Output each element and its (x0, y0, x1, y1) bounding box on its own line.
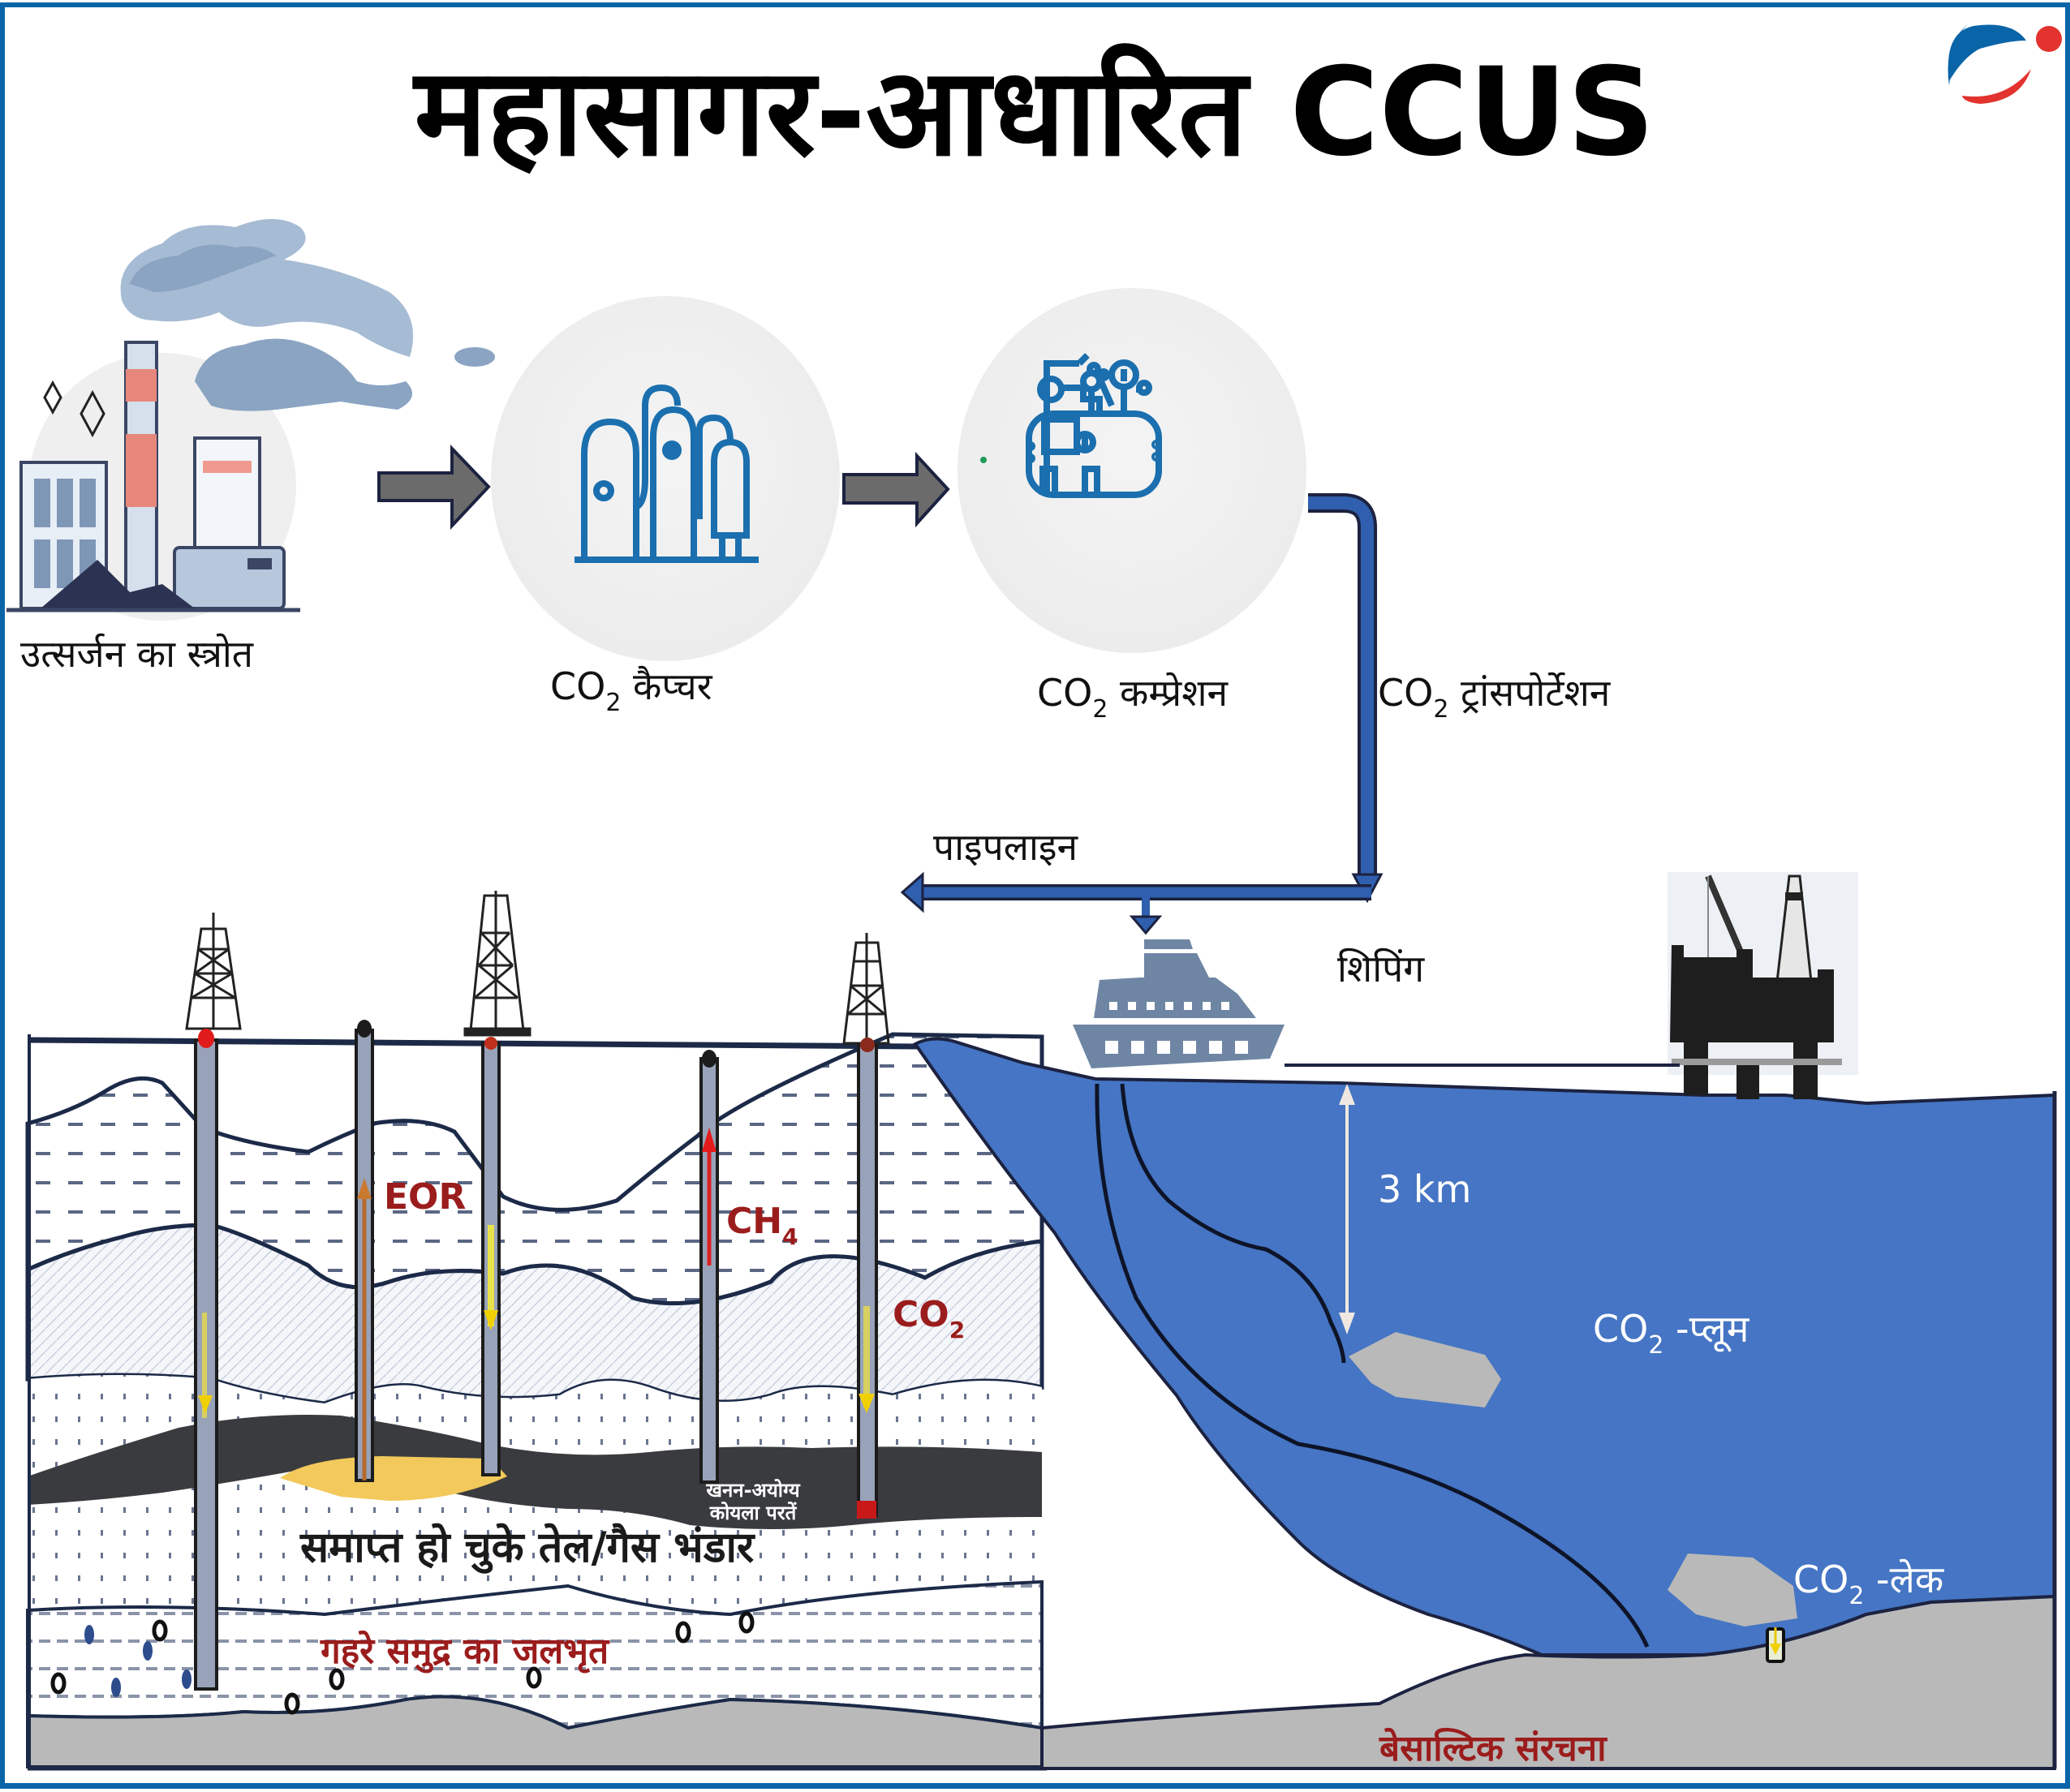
co2-injection-label: CO2 (893, 1294, 965, 1343)
derrick-icon-3 (842, 933, 890, 1045)
eor-label: EOR (384, 1176, 466, 1218)
status-dot (980, 457, 987, 463)
aquifer-pebbles (50, 1611, 755, 1715)
pipeline-label: पाइपलाइन (933, 825, 1078, 869)
aquifer-label: गहरे समुद्र का जलभृत (320, 1630, 610, 1674)
basalt-label: बेसाल्टिक संरचना (1379, 1727, 1607, 1769)
shipping-label: शिपिंग (1337, 947, 1425, 991)
source-label: उत्सर्जन का स्त्रोत (20, 632, 254, 676)
ch4-label: CH4 (726, 1201, 798, 1250)
bottom-band (2, 1783, 2068, 1788)
offshore-platform-icon (1285, 872, 1858, 1099)
depleted-reservoir-label: समाप्त हो चुके तेल/गैस भंडार (299, 1523, 755, 1574)
coal-seam-label-line2: कोयला परतें (709, 1502, 798, 1524)
factory-icon (6, 341, 300, 612)
co2-lake-shape (1668, 1553, 1797, 1627)
ocean: 3 km CO2 -प्लूम CO2 -लेक बेसाल्टिक संरचन… (913, 1037, 2057, 1770)
flow-arrow-1 (377, 445, 491, 531)
derrick-icon-1 (185, 913, 242, 1030)
well-4 (699, 1050, 719, 1484)
co2-capture-stage: CO2 कैप्चर (491, 296, 840, 717)
ship-icon (1073, 939, 1285, 1068)
depth-arrow (1339, 1084, 1355, 1334)
capture-label: CO2 कैप्चर (550, 664, 713, 717)
well-3 (481, 1037, 501, 1476)
co2-compression-stage: CO2 कम्प्रेशन (958, 288, 1306, 724)
capture-tanks-icon (575, 384, 759, 563)
emission-source: उत्सर्जन का स्त्रोत (6, 219, 495, 676)
transportation-label: CO2 ट्रांसपोर्टेशन (1378, 671, 1612, 724)
compression-circle-bg (958, 288, 1306, 653)
smoke-icon (120, 219, 495, 411)
capture-circle-bg (491, 296, 840, 661)
page-title: महासागर-आधारित CCUS (412, 42, 1655, 183)
coal-seam-label-line1: खनन-अयोग्य (705, 1479, 800, 1502)
flow-arrow-2 (842, 451, 950, 528)
brand-logo-icon (1947, 24, 2062, 104)
basalt-injection-icon (1766, 1627, 1785, 1663)
aquifer-dots (84, 1625, 192, 1697)
co2-lake-label: CO2 -लेक (1793, 1558, 1945, 1610)
transport-pipe (900, 493, 1384, 935)
derrick-icon-2 (463, 891, 531, 1037)
well-2 (355, 1020, 374, 1482)
depth-label: 3 km (1378, 1167, 1471, 1211)
co2-plume-shape (1349, 1332, 1501, 1407)
well-5 (857, 1038, 878, 1519)
co2-plume-label: CO2 -प्लूम (1593, 1307, 1750, 1360)
compression-label: CO2 कम्प्रेशन (1037, 671, 1229, 724)
compressor-icon (1026, 353, 1162, 498)
well-1 (194, 1029, 218, 1691)
